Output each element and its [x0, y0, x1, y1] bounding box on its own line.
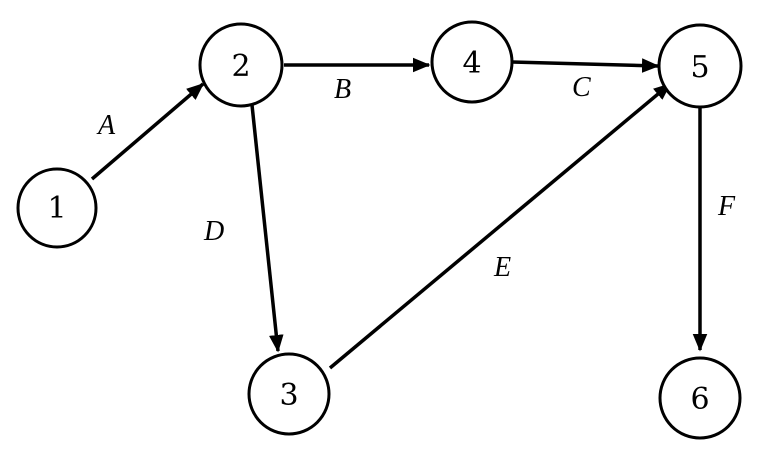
node-1: 1	[16, 167, 98, 249]
edge-label-d: D	[203, 216, 224, 247]
edge-label-a: A	[96, 110, 116, 141]
node-1-label: 1	[47, 191, 66, 226]
node-6-label: 6	[690, 382, 709, 417]
edge-a-arrow	[90, 82, 205, 181]
node-5: 5	[657, 23, 743, 109]
node-4-label: 4	[462, 46, 481, 81]
edge-labels: A B C D E F	[96, 72, 736, 283]
node-5-label: 5	[690, 50, 709, 85]
edge-c-arrow	[511, 58, 660, 73]
node-4: 4	[430, 20, 514, 104]
edge-e-arrow	[328, 82, 672, 370]
node-3-label: 3	[279, 378, 298, 413]
node-3: 3	[247, 352, 331, 436]
node-2-label: 2	[231, 49, 250, 84]
node-2: 2	[198, 22, 284, 108]
edge-label-e: E	[493, 252, 511, 283]
edge-label-b: B	[334, 74, 351, 105]
edge-d-arrow	[250, 104, 284, 353]
edge-label-f: F	[717, 191, 736, 222]
edge-label-c: C	[572, 72, 591, 103]
node-6: 6	[658, 356, 742, 440]
edges	[90, 57, 708, 370]
